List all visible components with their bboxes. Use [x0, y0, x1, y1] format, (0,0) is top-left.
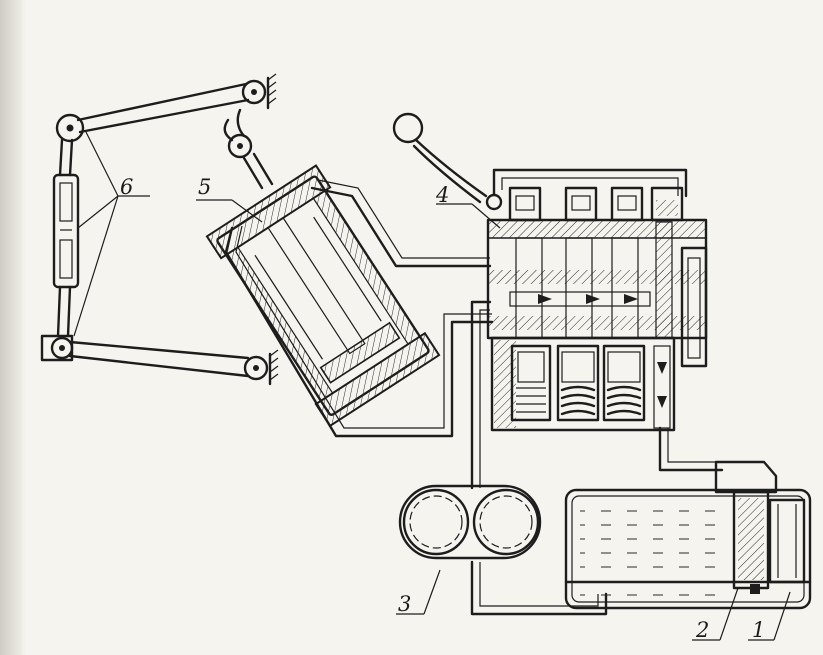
spool-caps: [508, 186, 684, 222]
gear-pump: [396, 484, 542, 615]
callout-1: 1: [752, 618, 765, 642]
lower-fixed-pivot: [243, 349, 279, 386]
lift-linkage: [40, 73, 279, 386]
callout-3: 3: [398, 592, 411, 616]
upper-fixed-pivot: [241, 73, 277, 110]
spring-chambers: [510, 344, 646, 422]
callout-4: 4: [435, 183, 449, 207]
distributor-valve: [392, 112, 708, 432]
oil-tank: [564, 460, 812, 641]
callout-5: 5: [198, 175, 211, 199]
filter: [714, 460, 806, 594]
scan-shadow-edge: [0, 0, 26, 655]
callout-6: 6: [120, 175, 133, 199]
hydraulic-lines: [224, 179, 724, 616]
hydraulic-cylinder: [196, 108, 441, 428]
callout-2: 2: [695, 618, 709, 642]
